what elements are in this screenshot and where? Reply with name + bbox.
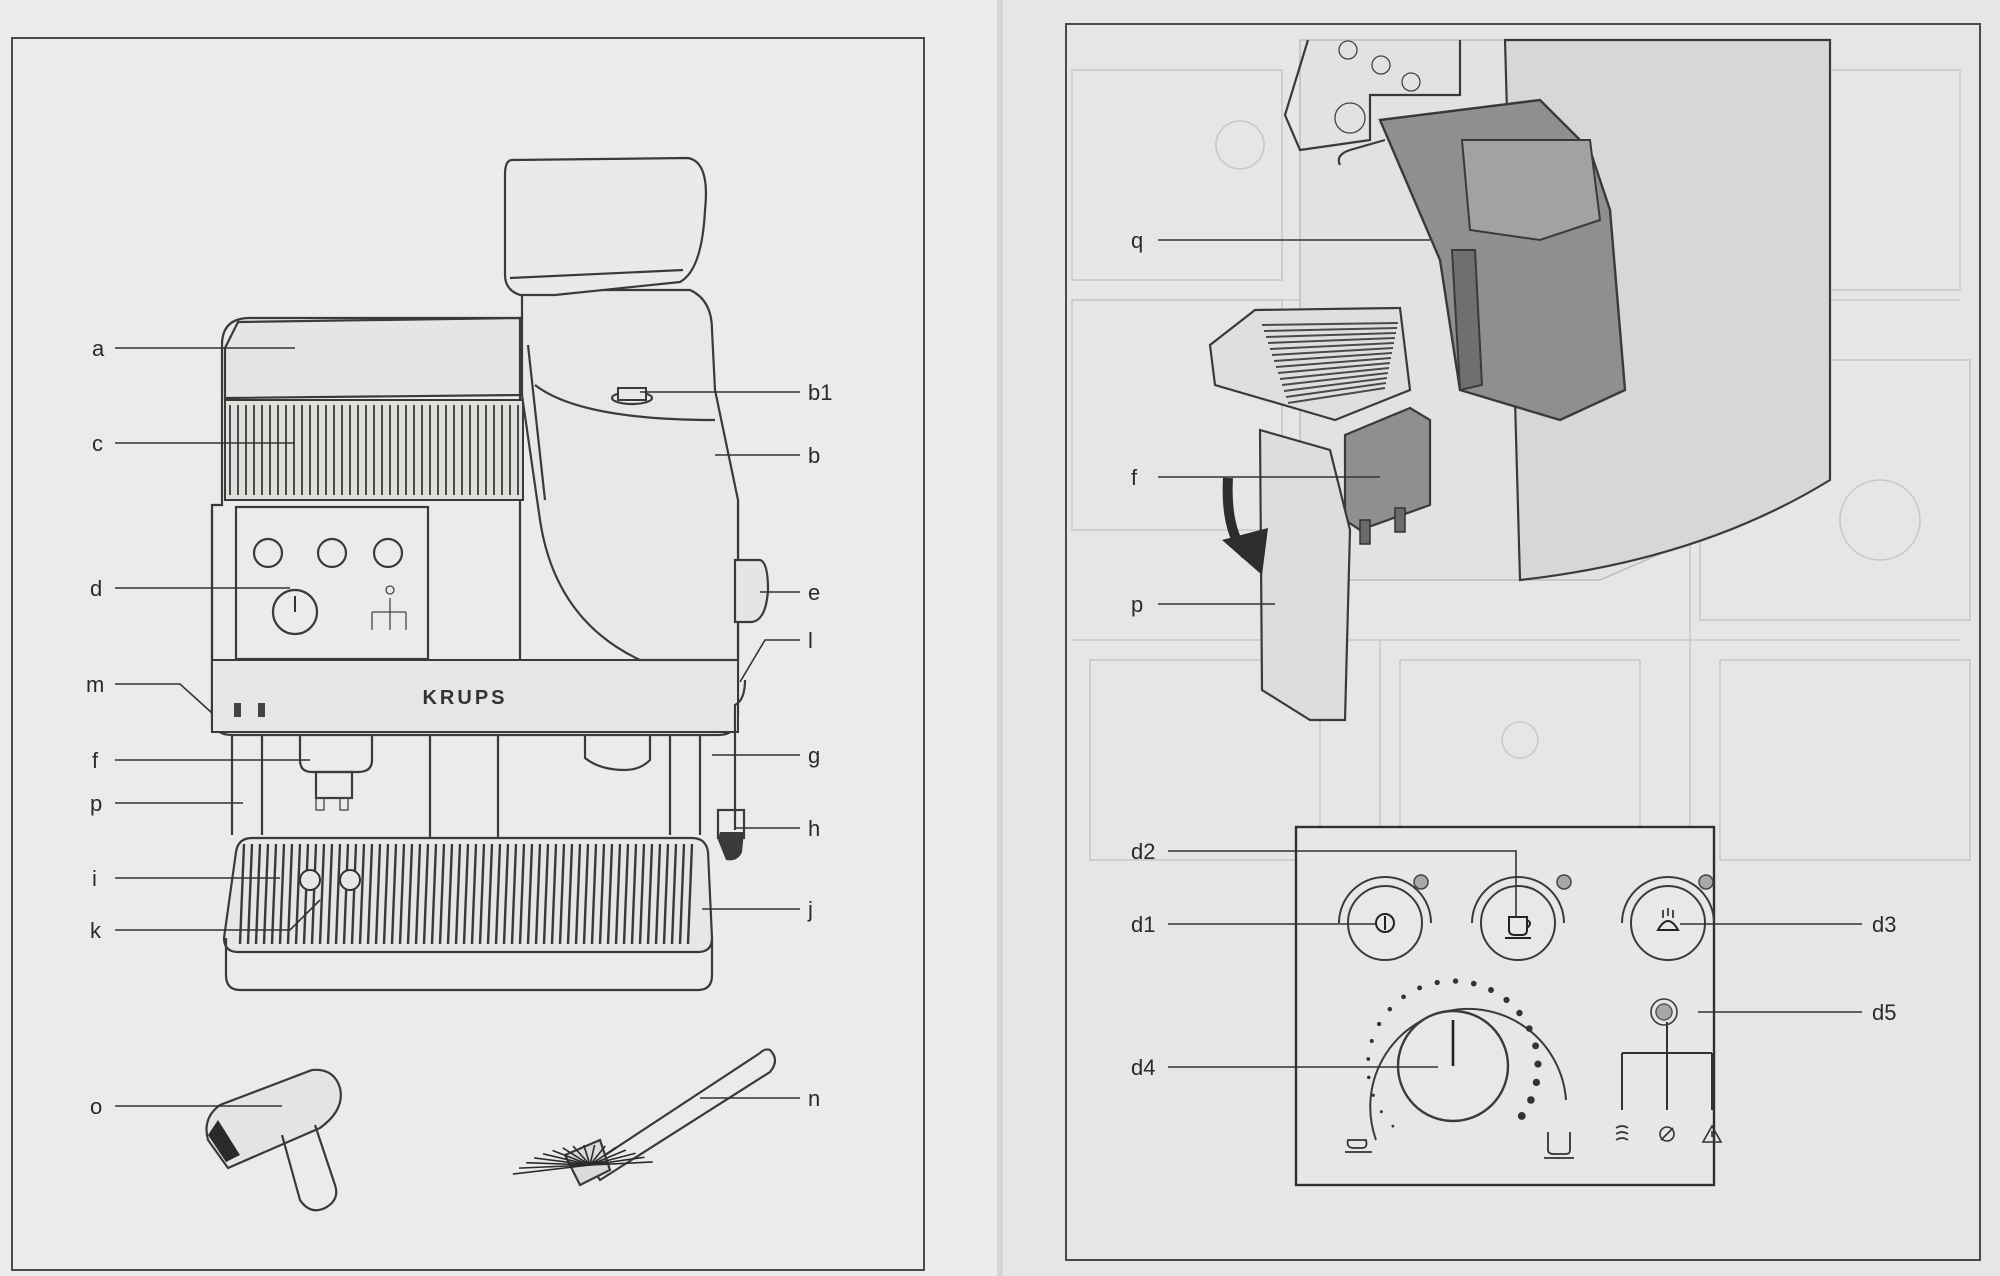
callout-l: l [808,628,813,653]
callout-e: e [808,580,820,605]
power-icon [1375,913,1395,933]
brand-logo: KRUPS [422,687,507,709]
power-button[interactable] [1338,874,1432,961]
brewing-unit-drawing [1208,38,1832,722]
right-callouts: q f p d2 d1 d3 d4 d5 [1131,228,1896,1080]
callout-b1: b1 [808,380,832,405]
control-panel-detail [1294,825,1723,1187]
callout-a: a [92,336,105,361]
callout-q: q [1131,228,1143,253]
measuring-spoon-drawing [205,1068,342,1212]
water-level-icon [1615,1125,1629,1141]
coffee-button[interactable] [1471,874,1572,961]
callout-d1: d1 [1131,912,1155,937]
callout-n: n [808,1086,820,1111]
callout-f-right: f [1131,465,1138,490]
callout-j: j [807,897,813,922]
coffee-indicator-light [1556,874,1572,890]
cup-icon [1505,916,1531,939]
callout-f: f [92,748,99,773]
callout-d3: d3 [1872,912,1896,937]
cleaning-brush-drawing [512,1048,777,1187]
temperature-dial[interactable] [1345,978,1574,1159]
callout-k: k [90,918,102,943]
warning-icon [1701,1124,1723,1143]
right-page-frame [1065,23,1981,1261]
callout-p: p [90,791,102,816]
power-indicator-light [1413,874,1429,890]
callout-m: m [86,672,104,697]
large-cup-icon [1544,1132,1574,1159]
callout-h: h [808,816,820,841]
espresso-machine-drawing: KRUPS [210,156,770,992]
callout-d2: d2 [1131,839,1155,864]
descale-icon [1659,1126,1675,1142]
left-page-frame [11,37,925,1271]
small-cup-icon [1345,1139,1372,1153]
callout-d: d [90,576,102,601]
callout-p-right: p [1131,592,1143,617]
steam-indicator-light [1698,874,1714,890]
left-callouts: a c d m f p i k o b1 b e l g h j n [86,336,832,1119]
callout-d4: d4 [1131,1055,1155,1080]
status-indicator [1615,998,1723,1143]
left-page [0,0,1000,1276]
callout-o: o [90,1094,102,1119]
callout-b: b [808,443,820,468]
callout-c: c [92,431,103,456]
callout-i: i [92,866,97,891]
steam-button[interactable] [1621,874,1715,961]
steam-icon [1656,908,1680,931]
control-panel-frame [1294,825,1716,1187]
callout-g: g [808,743,820,768]
callout-d5: d5 [1872,1000,1896,1025]
